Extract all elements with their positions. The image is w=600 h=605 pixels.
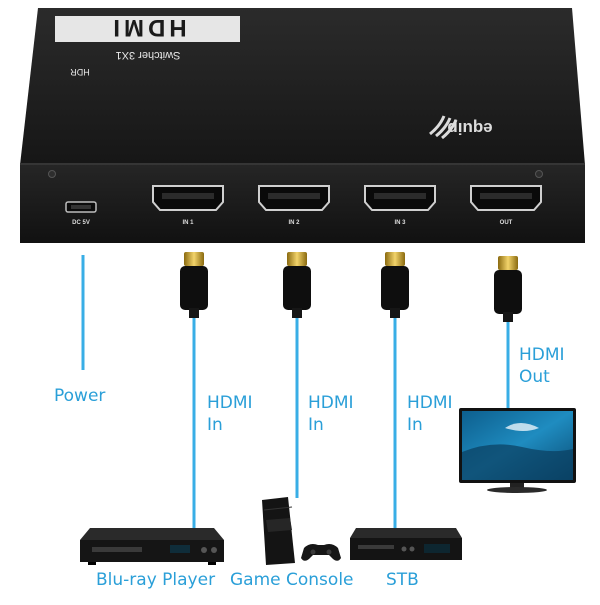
top-print-line1: HDMI [109,14,186,41]
hdmi-plug-out-icon [494,256,522,322]
screw-right-icon [535,170,543,178]
top-print: HDMI Switcher 3X1 HDR [55,14,240,77]
cables [81,255,510,530]
top-print-box [55,16,240,42]
hdmi-plug-in1-icon [180,252,208,318]
brand-logo: equip [429,115,493,140]
port-dc: DC 5V [65,201,97,226]
hdmi-out-line2: Out [519,367,550,387]
hdmi-out-label: HDMI Out [519,344,565,388]
bluray-player-icon [80,528,224,565]
stb-label: STB [386,570,419,590]
port-in3-label: IN 3 [394,220,406,226]
hdmi-in3-label: HDMI In [407,392,453,436]
hdmi-in3-line1: HDMI [407,393,453,413]
game-console-icon [262,497,341,565]
power-label-text: Power [54,386,106,406]
top-print-line2: Switcher 3X1 [116,49,181,61]
hdmi-switch-device: HDMI Switcher 3X1 HDR equip DC 5V IN 1 [20,8,585,243]
hdmi-in1-line2: In [207,415,223,435]
hdmi-in1-line1: HDMI [207,393,253,413]
hdmi-plug-in2-icon [283,252,311,318]
port-out: OUT [470,185,542,226]
brand-name: equip [447,119,492,138]
port-dc-label: DC 5V [72,220,90,226]
port-in2-label: IN 2 [288,220,300,226]
hdmi-in2-line1: HDMI [308,393,354,413]
power-label: Power [54,385,105,407]
hdmi-in2-label: HDMI In [308,392,354,436]
hdmi-plug-in3-icon [381,252,409,318]
stb-icon [350,528,462,560]
top-print-line3: HDR [70,67,90,77]
port-in1: IN 1 [152,185,224,226]
hdmi-in3-line2: In [407,415,423,435]
hdmi-in2-line2: In [308,415,324,435]
game-console-label: Game Console [230,570,354,590]
brand-mark-icon [429,115,458,140]
port-in2: IN 2 [258,185,330,226]
tv-icon [459,408,576,493]
hdmi-out-line1: HDMI [519,345,565,365]
port-out-label: OUT [500,220,513,226]
device-top-surface [20,8,585,165]
bluray-player-label: Blu-ray Player [96,570,216,590]
port-in1-label: IN 1 [182,220,194,226]
screw-left-icon [48,170,56,178]
port-in3: IN 3 [364,185,436,226]
hdmi-in1-label: HDMI In [207,392,253,436]
